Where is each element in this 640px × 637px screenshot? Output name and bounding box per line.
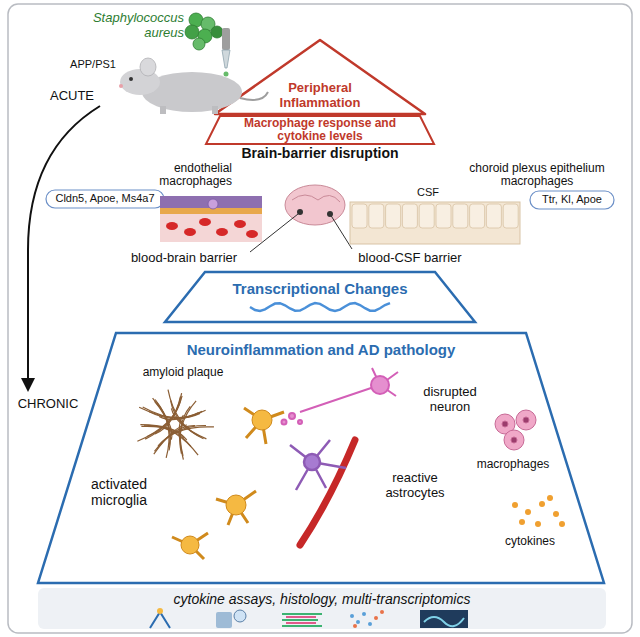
pathology-label: amyloid plaque <box>128 366 238 379</box>
pathology-label: macrophages <box>468 458 558 471</box>
dropper <box>222 28 230 77</box>
region-label: CSF <box>408 186 448 199</box>
node-text: Ttr, Kl, Apoe <box>531 191 613 207</box>
barrier-label: blood-brain barrier <box>118 250 250 265</box>
inflammation-triangle: Peripheral Inflammation <box>215 40 425 114</box>
node-shape <box>46 190 164 208</box>
transcription-trapezoid: Transcriptional Changes <box>165 272 475 322</box>
outer-border <box>8 4 632 633</box>
leader-line <box>330 214 352 249</box>
macrophage-trapezoid: Macrophage response and cytokine levels <box>206 116 434 144</box>
pathology-label: cytokines <box>490 535 570 548</box>
node-text: Transcriptional Changes <box>210 280 430 298</box>
macrophage-cells <box>495 410 536 450</box>
node-shape <box>165 272 475 322</box>
time-arrow <box>28 106 100 380</box>
marker-pill: Ttr, Kl, Apoe <box>530 191 614 209</box>
arrow-head <box>21 378 35 392</box>
brain <box>285 185 345 225</box>
cell-label: endothelial macrophages <box>132 162 232 188</box>
node-shape <box>530 191 614 209</box>
organism-label: Staphylococcus aureus <box>80 10 184 40</box>
leader-line <box>250 214 298 252</box>
blood-brain-barrier-illustration <box>160 196 262 242</box>
blood-vessel <box>300 440 355 545</box>
pathology-label: activated microglia <box>74 476 164 508</box>
phase-label: ACUTE <box>44 88 100 103</box>
phase-label: CHRONIC <box>8 396 88 411</box>
node-text: Macrophage response and cytokine levels <box>240 117 400 143</box>
strain-label: APP/PS1 <box>64 58 122 71</box>
method-icons <box>150 608 468 628</box>
choroid-plexus-illustration <box>350 202 520 244</box>
pathology-label: disrupted neuron <box>410 384 490 414</box>
cytokine-dots <box>512 495 565 527</box>
bacteria-cluster <box>185 13 223 50</box>
stage-label: Brain-barrier disruption <box>200 145 440 161</box>
transcript-wave <box>250 303 390 311</box>
node-text: cytokine assays, histology, multi-transc… <box>52 591 592 608</box>
node-shape <box>38 333 604 583</box>
amyloid-plaque <box>137 390 214 460</box>
mouse <box>119 58 268 114</box>
node-text: Neuroinflammation and AD pathology <box>121 341 521 359</box>
astrocyte <box>290 440 346 490</box>
node-text: Peripheral Inflammation <box>265 80 375 110</box>
node-shape <box>206 116 434 144</box>
node-shape <box>38 588 606 629</box>
pathology-label: reactive astrocytes <box>372 470 458 500</box>
methods-box: cytokine assays, histology, multi-transc… <box>38 588 606 629</box>
cell-label: choroid plexus epithelium macrophages <box>452 162 622 188</box>
node-text: Cldn5, Apoe, Ms4a7 <box>47 190 163 206</box>
barrier-label: blood-CSF barrier <box>345 250 475 265</box>
microglia <box>172 408 284 559</box>
marker-pill: Cldn5, Apoe, Ms4a7 <box>46 190 164 208</box>
node-shape <box>215 40 425 114</box>
neuron <box>282 368 399 425</box>
